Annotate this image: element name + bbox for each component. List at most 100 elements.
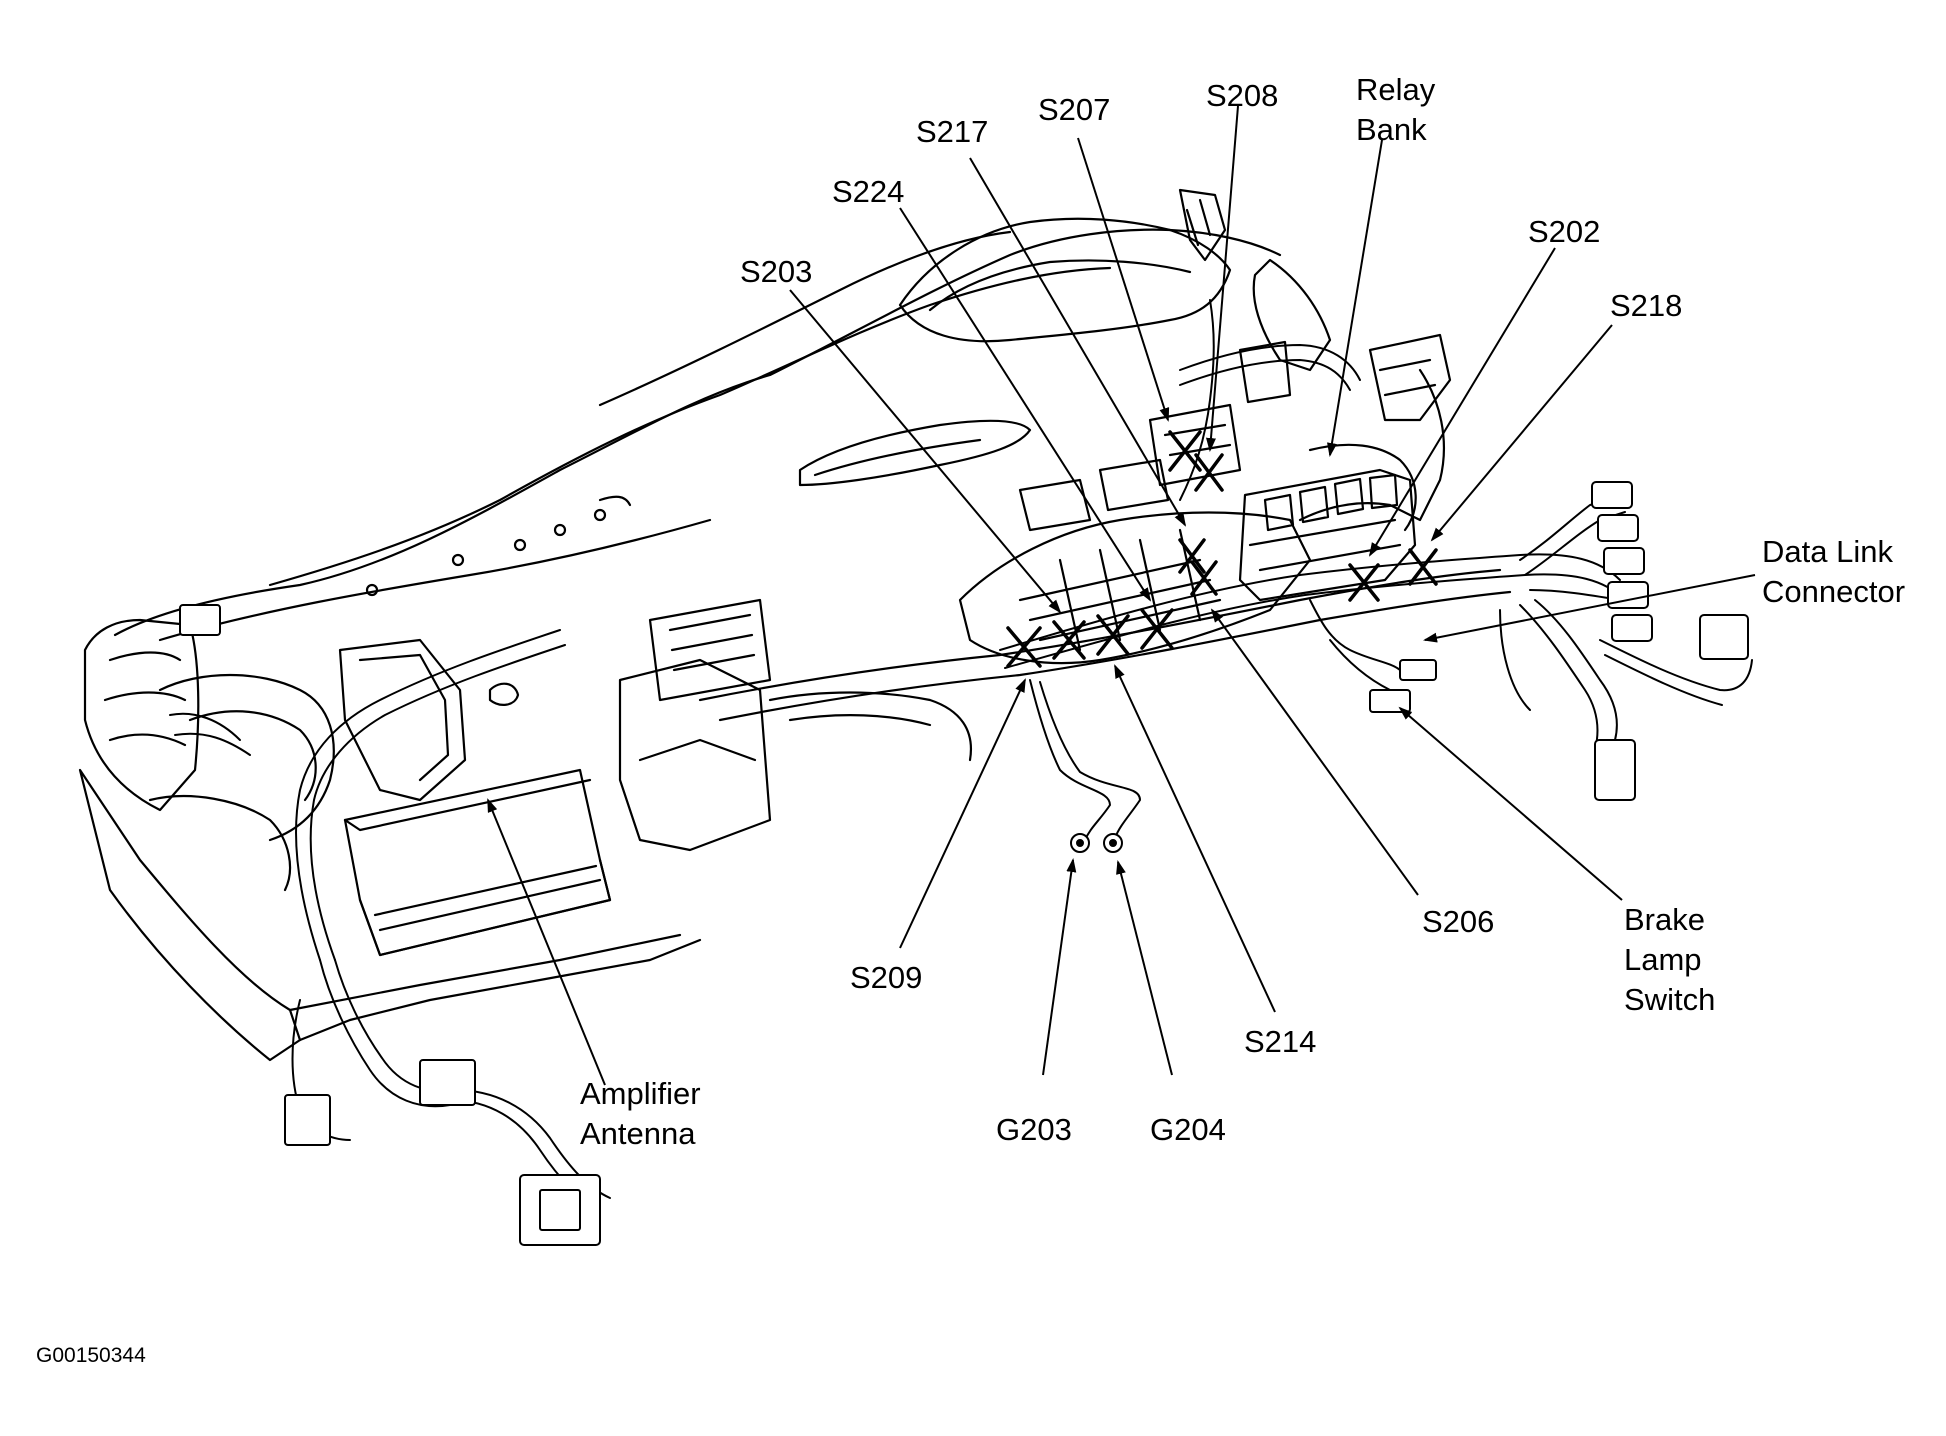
- leader-s208: [1205, 105, 1239, 452]
- upper-harness-vertical: [1179, 299, 1215, 501]
- leader-lines: [487, 105, 1756, 1086]
- fastener: [553, 523, 567, 537]
- leader-s214: [1114, 664, 1276, 1013]
- splice-x-s208: [1194, 453, 1224, 492]
- label-s217: S217: [916, 114, 989, 149]
- cluster-hood-inner: [928, 259, 1192, 312]
- label-g204: G204: [1150, 1112, 1226, 1147]
- label-s203: S203: [740, 254, 813, 289]
- leader-data-link-connector: [1423, 574, 1756, 643]
- left-lower-structure: [78, 768, 302, 1062]
- left-end-cap: [83, 618, 200, 812]
- cross-car-beam-2: [718, 590, 1512, 722]
- lower-center-structure-2: [638, 738, 757, 762]
- connector: [1611, 614, 1653, 642]
- brake-lamp-switch: [1369, 689, 1411, 713]
- connector: [284, 1094, 331, 1146]
- label-brake-line2: Lamp: [1624, 942, 1702, 977]
- leader-s209: [899, 678, 1026, 949]
- connector: [1603, 547, 1645, 575]
- label-s218: S218: [1610, 288, 1683, 323]
- wire-harness-bundles: [169, 299, 1753, 1211]
- amplifier-box-top: [343, 778, 592, 832]
- left-harness-branch: [169, 712, 241, 741]
- leader-g203: [1042, 858, 1077, 1076]
- left-harness-2: [309, 644, 566, 961]
- center-bracket-2: [1098, 458, 1170, 512]
- label-amplifier-antenna: Amplifier Antenna: [580, 1074, 701, 1154]
- leader-amplifier-antenna: [487, 798, 606, 1086]
- label-relay-bank-line2: Bank: [1356, 112, 1427, 147]
- leader-s218: [1430, 324, 1613, 542]
- left-bracket-hole: [488, 682, 520, 706]
- right-branch-5b: [1604, 654, 1723, 706]
- fastener: [593, 508, 607, 522]
- label-s214: S214: [1244, 1024, 1317, 1059]
- connector: [1699, 614, 1749, 660]
- defrost-vent: [798, 419, 1032, 487]
- amplifier-box: [343, 768, 612, 957]
- label-s206: S206: [1422, 904, 1495, 939]
- right-column-mount: [1148, 403, 1242, 487]
- label-brake-lamp-switch: Brake Lamp Switch: [1624, 900, 1715, 1020]
- connector-face: [539, 1189, 581, 1231]
- right-end-bracket-2: [1378, 358, 1437, 397]
- right-upper-bracket: [1252, 258, 1332, 372]
- leader-brake-lamp-switch: [1398, 706, 1623, 901]
- label-s207: S207: [1038, 92, 1111, 127]
- connectors: [179, 481, 1749, 1246]
- ground-wire-g204: [1039, 681, 1142, 839]
- hvac-case-inner: [668, 613, 756, 672]
- label-s202: S202: [1528, 214, 1601, 249]
- splice-x-s218: [1408, 548, 1438, 586]
- splice-x-s207: [1168, 430, 1202, 472]
- right-branch-4: [1499, 609, 1531, 711]
- dlc-wire: [1309, 599, 1401, 671]
- cluster-bracket-rib: [1185, 198, 1212, 247]
- splice-x-s217: [1178, 538, 1206, 574]
- dash-top-edge: [268, 266, 1112, 587]
- leader-s207: [1077, 137, 1170, 422]
- leader-s217: [969, 157, 1187, 527]
- leader-relay-bank: [1327, 139, 1383, 457]
- leader-s206: [1210, 608, 1419, 896]
- right-upper-strap: [1238, 340, 1292, 404]
- label-brake-line1: Brake: [1624, 902, 1705, 937]
- label-brake-line3: Switch: [1624, 982, 1716, 1017]
- center-harness-tray-grid: [1018, 528, 1222, 652]
- connector: [1591, 481, 1633, 509]
- right-duct: [1298, 368, 1446, 522]
- lower-center-structure: [618, 658, 772, 852]
- label-s209: S209: [850, 960, 923, 995]
- amplifier-box-fins: [373, 864, 602, 932]
- dash-top-back-edge: [598, 230, 1012, 407]
- bottom-frame: [298, 938, 702, 1042]
- right-branch-1: [1519, 494, 1621, 561]
- label-s208: S208: [1206, 78, 1279, 113]
- left-end-cap-inner: [103, 651, 187, 747]
- left-duct-2: [188, 710, 317, 802]
- data-link-connector: [1399, 659, 1437, 681]
- splice-x-s224: [1140, 608, 1174, 650]
- lower-center-duct-2: [788, 714, 932, 727]
- left-bracket: [338, 638, 467, 802]
- ground-wire-g203: [1029, 679, 1112, 841]
- defrost-vent-inner: [813, 438, 982, 477]
- cluster-hood: [898, 217, 1232, 343]
- fastener: [513, 538, 527, 552]
- center-bracket: [1018, 478, 1092, 532]
- instrument-panel-drawing: [78, 188, 1512, 1062]
- connector: [1597, 514, 1639, 542]
- splice-x-s202: [1348, 563, 1380, 602]
- leader-g204: [1116, 860, 1173, 1076]
- bottom-frame-2: [288, 933, 682, 1012]
- splice-markers: [1006, 430, 1438, 668]
- center-harness-tray: [958, 511, 1312, 665]
- connector: [1607, 581, 1649, 609]
- right-branch-2: [1529, 589, 1621, 601]
- label-amp-line1: Amplifier: [580, 1076, 701, 1111]
- label-amp-line2: Antenna: [580, 1116, 696, 1151]
- lower-center-duct: [768, 691, 973, 762]
- splice-x-s206: [1190, 560, 1218, 596]
- dash-top-front-edge: [158, 518, 712, 642]
